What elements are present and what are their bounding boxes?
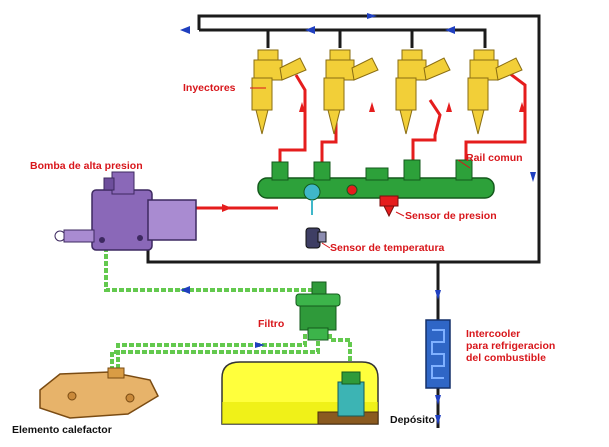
intercooler-label-line1: Intercooler <box>466 328 521 340</box>
intercooler-label-line2: para refrigeracion <box>466 340 556 352</box>
temperature-sensor-label: Sensor de temperatura <box>330 242 445 254</box>
heater-element <box>39 367 159 419</box>
label-leader-line <box>250 87 471 249</box>
flow-arrow <box>180 286 265 348</box>
common-rail-label: Rail comun <box>466 152 523 164</box>
flow-arrow <box>180 13 536 425</box>
pressure-sensor-label: Sensor de presion <box>405 210 497 222</box>
injectors-label: Inyectores <box>183 82 236 94</box>
flow-arrow <box>222 102 525 212</box>
filter-label: Filtro <box>258 318 285 330</box>
high-pressure-line <box>195 68 527 210</box>
tank-label: Depósito <box>390 414 435 426</box>
injector-4 <box>467 49 523 135</box>
heater-element-label: Elemento calefactor <box>12 424 112 436</box>
injector-2 <box>323 49 379 135</box>
temperature-sensor <box>305 227 327 249</box>
high-pressure-pump-label: Bomba de alta presion <box>30 160 143 172</box>
intercooler-label-line3: del combustible <box>466 352 546 364</box>
injector-1 <box>251 49 307 135</box>
intercooler <box>425 319 451 389</box>
high-pressure-pump <box>54 171 197 251</box>
injector-3 <box>395 49 451 135</box>
fuel-filter <box>295 281 341 341</box>
fuel-tank <box>221 361 379 425</box>
common-rail <box>257 159 495 218</box>
